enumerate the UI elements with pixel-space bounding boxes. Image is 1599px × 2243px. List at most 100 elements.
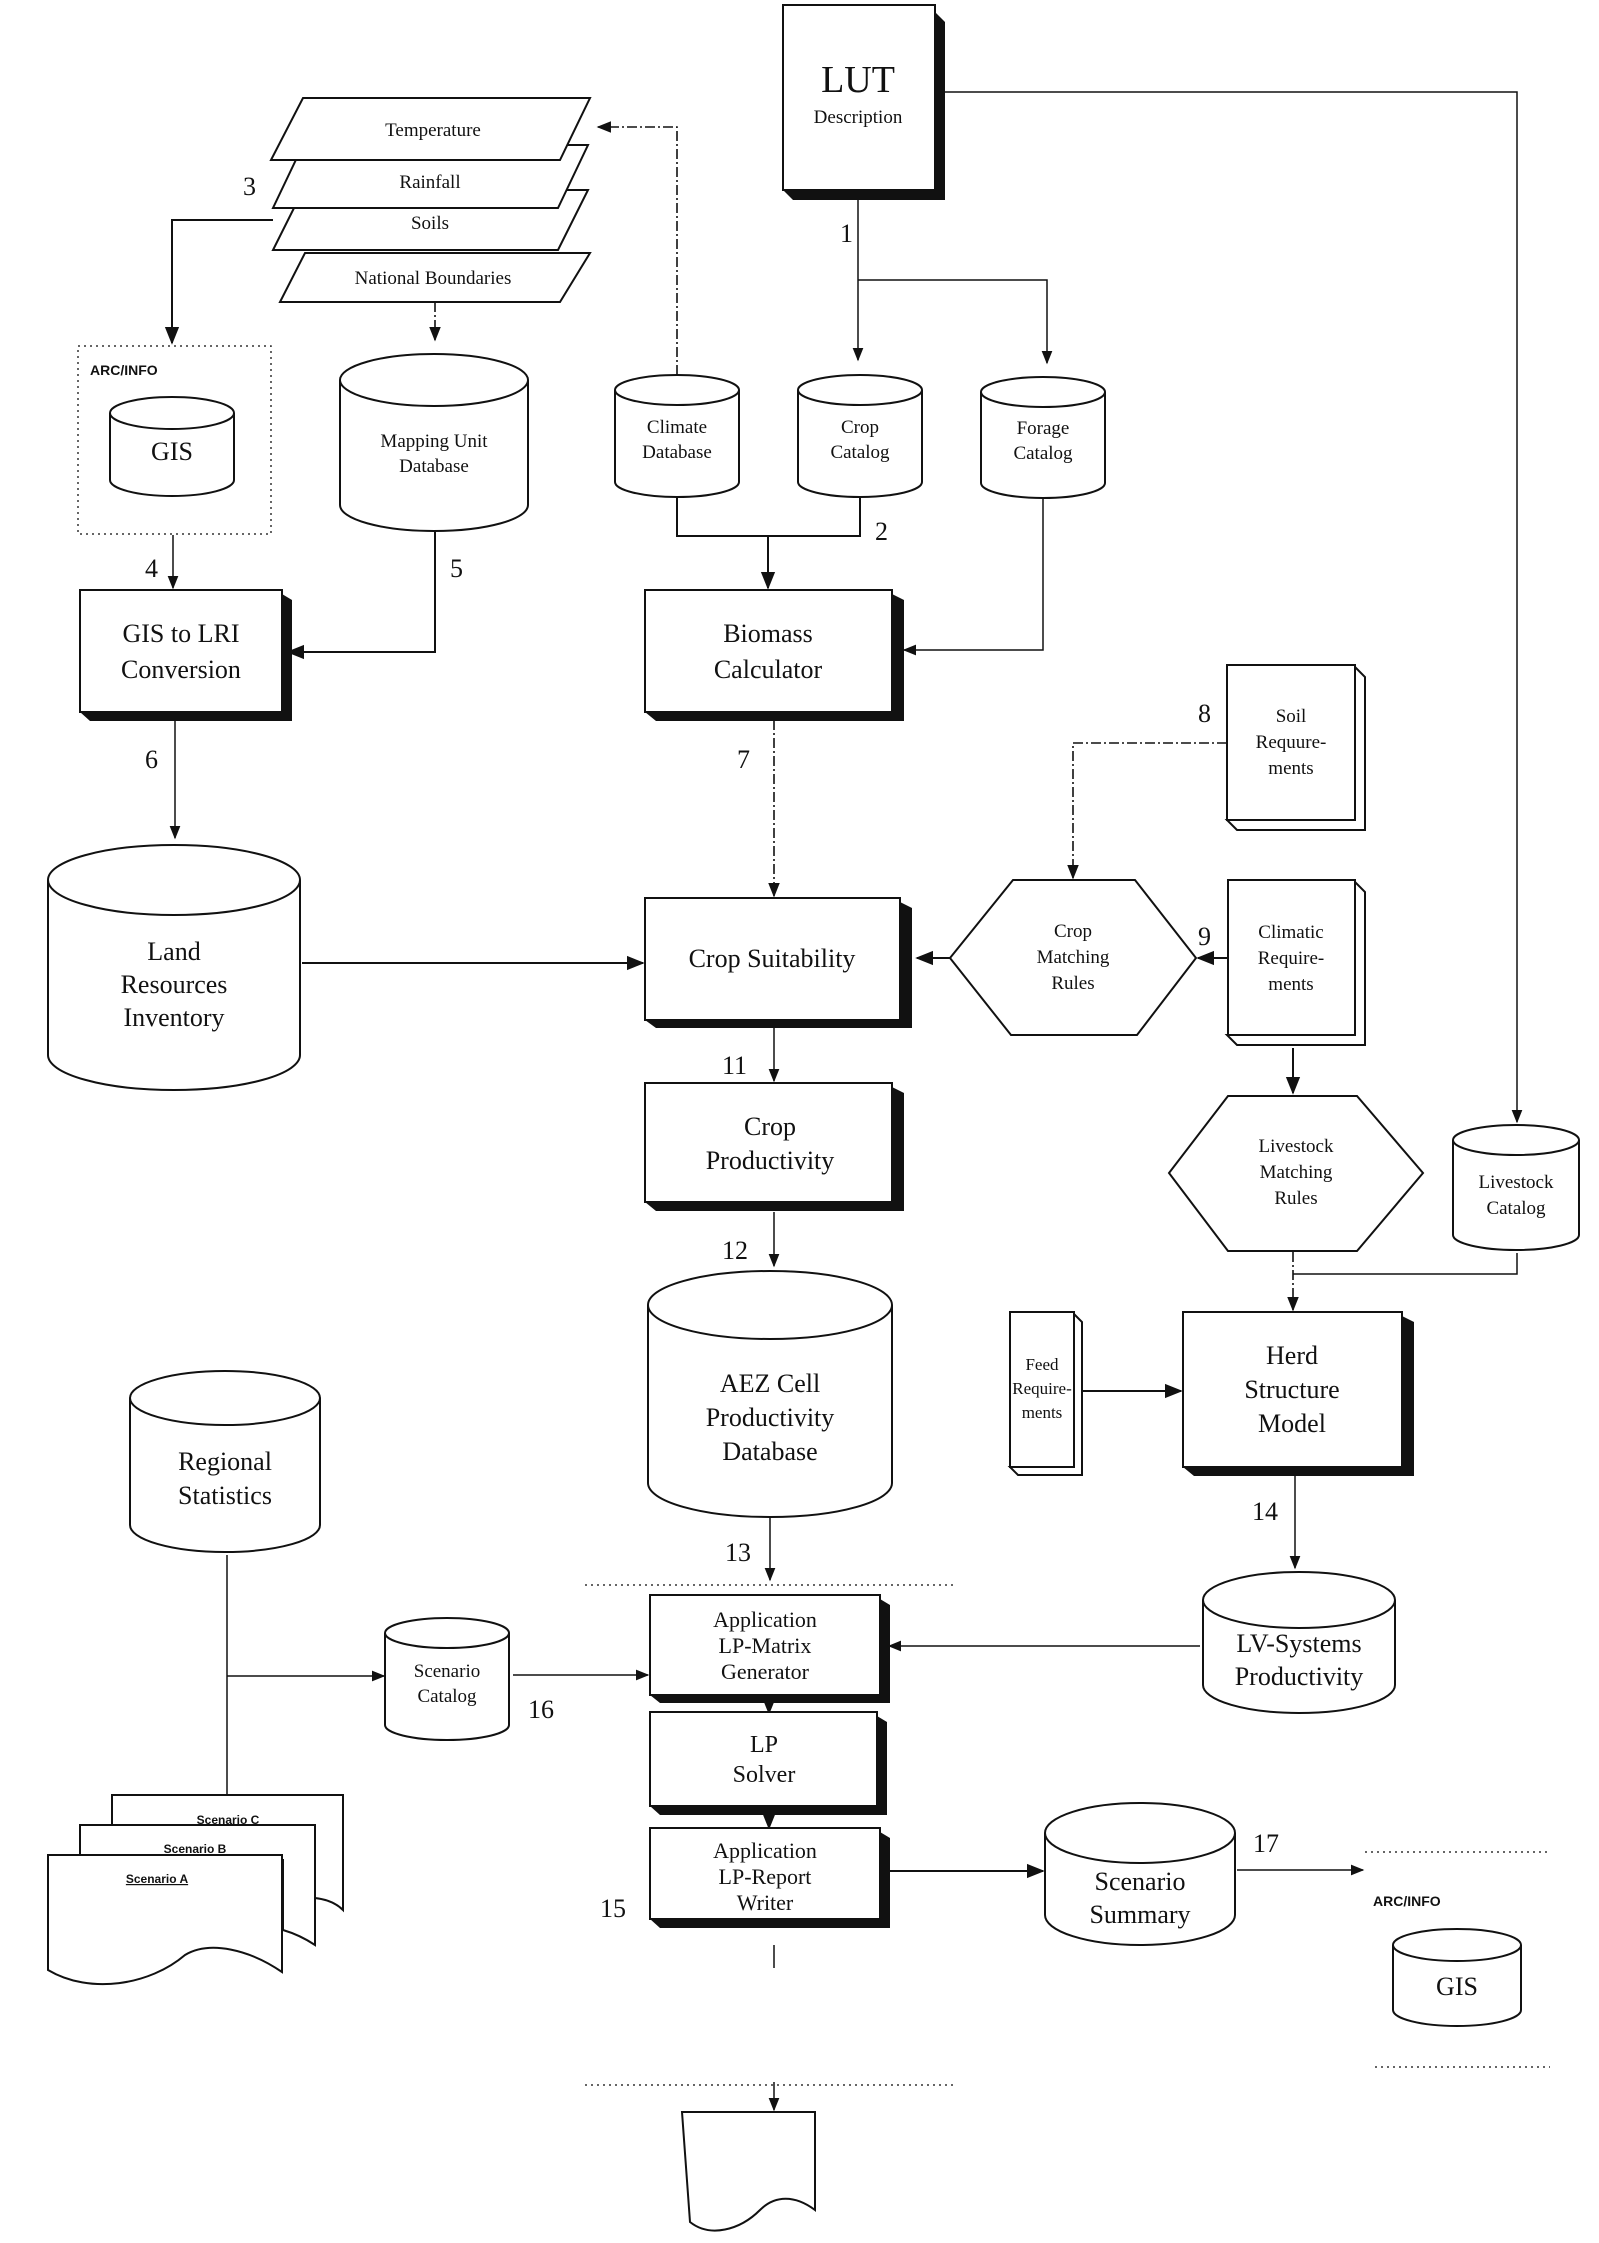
lp-report-writer-process[interactable]: Application LP-Report Writer	[649, 1827, 890, 1928]
step-8: 8	[1198, 699, 1211, 728]
connector-climate-temperature	[596, 121, 678, 375]
svg-text:Rainfall: Rainfall	[399, 172, 460, 193]
lp-matrix-generator-process[interactable]: Application LP-Matrix Generator	[649, 1594, 890, 1703]
forage-catalog-database[interactable]: Forage Catalog	[980, 376, 1106, 499]
connector-climate-crop-join	[676, 495, 861, 537]
step-17: 17	[1253, 1829, 1279, 1858]
soil-requirements-document[interactable]: Soil Requure- ments	[1224, 664, 1366, 831]
svg-text:Application: Application	[713, 1838, 817, 1863]
connector-lut-livestock	[935, 91, 1523, 1124]
connector-lut-forage	[858, 279, 1053, 365]
connector-soil-matching	[1067, 742, 1227, 880]
svg-text:Forage: Forage	[1017, 418, 1070, 439]
climatic-requirements-document[interactable]: Climatic Require- ments	[1224, 879, 1366, 1046]
svg-text:Model: Model	[1258, 1409, 1326, 1438]
svg-text:Database: Database	[642, 442, 712, 463]
svg-text:ments: ments	[1022, 1403, 1063, 1422]
svg-text:GIS to LRI: GIS to LRI	[123, 619, 240, 648]
svg-text:Database: Database	[722, 1437, 817, 1466]
step-6: 6	[145, 745, 158, 774]
livestock-catalog-database[interactable]: Livestock Catalog	[1452, 1124, 1580, 1251]
svg-text:Crop: Crop	[841, 417, 879, 438]
svg-text:Biomass: Biomass	[723, 619, 813, 648]
svg-text:Statistics: Statistics	[178, 1481, 272, 1510]
svg-text:Productivity: Productivity	[706, 1403, 835, 1432]
feed-requirements-document[interactable]: Feed Require- ments	[1007, 1311, 1083, 1476]
arcinfo-gis-bottom[interactable]: ARC/INFO GIS	[1365, 1851, 1550, 2068]
lp-solver-process[interactable]: LP Solver	[649, 1711, 887, 1815]
svg-text:Require-: Require-	[1012, 1379, 1072, 1398]
step-13: 13	[725, 1538, 751, 1567]
arcinfo-gis-top[interactable]: ARC/INFO GIS	[77, 345, 272, 535]
lv-systems-productivity-database[interactable]: LV-Systems Productivity	[1202, 1571, 1396, 1714]
svg-text:Scenario: Scenario	[414, 1661, 480, 1682]
output-report-document[interactable]	[680, 2111, 816, 2232]
step-3: 3	[243, 172, 256, 201]
svg-text:ARC/INFO: ARC/INFO	[1373, 1893, 1441, 1909]
svg-text:Climate: Climate	[647, 417, 707, 438]
svg-text:Application: Application	[713, 1607, 817, 1632]
svg-text:Inventory: Inventory	[123, 1003, 224, 1032]
svg-text:Generator: Generator	[721, 1659, 810, 1684]
gis-database-top: GIS	[109, 396, 235, 497]
svg-text:Feed: Feed	[1025, 1355, 1059, 1374]
svg-text:Database: Database	[399, 456, 469, 477]
svg-text:ments: ments	[1268, 758, 1313, 779]
mapping-unit-database[interactable]: Mapping Unit Database	[339, 353, 529, 532]
svg-text:ments: ments	[1268, 974, 1313, 995]
climate-database[interactable]: Climate Database	[614, 374, 740, 498]
biomass-calculator-process[interactable]: Biomass Calculator	[644, 589, 904, 721]
svg-text:GIS: GIS	[151, 437, 193, 466]
svg-text:LP-Report: LP-Report	[719, 1864, 812, 1889]
svg-text:Description: Description	[814, 107, 903, 128]
svg-text:Scenario C: Scenario C	[197, 1813, 260, 1827]
svg-text:LV-Systems: LV-Systems	[1236, 1629, 1361, 1658]
svg-text:Mapping Unit: Mapping Unit	[380, 431, 488, 452]
svg-text:Conversion: Conversion	[121, 655, 241, 684]
connectors	[164, 91, 1523, 2112]
svg-text:Catalog: Catalog	[1013, 443, 1073, 464]
svg-text:National Boundaries: National Boundaries	[355, 268, 512, 289]
connector-forage-biomass	[902, 498, 1044, 656]
scenario-report-a[interactable]: Scenario A	[47, 1854, 283, 1986]
svg-text:Scenario B: Scenario B	[164, 1842, 227, 1856]
svg-text:Catalog: Catalog	[417, 1686, 477, 1707]
step-numbers: 1 2 3 4 5 6 7 8 9 11 12 13 14 15 16 17	[145, 172, 1279, 1923]
svg-text:Herd: Herd	[1266, 1341, 1318, 1370]
svg-text:Catalog: Catalog	[830, 442, 890, 463]
crop-catalog-database[interactable]: Crop Catalog	[797, 374, 923, 498]
herd-structure-model-process[interactable]: Herd Structure Model	[1182, 1311, 1414, 1476]
svg-text:Temperature: Temperature	[385, 120, 481, 141]
land-resources-inventory-database[interactable]: Land Resources Inventory	[47, 844, 301, 1091]
livestock-matching-rules[interactable]: Livestock Matching Rules	[1167, 1095, 1425, 1252]
svg-text:Crop Suitability: Crop Suitability	[689, 944, 856, 973]
lut-description-document[interactable]: LUT Description	[782, 4, 945, 200]
svg-text:Climatic: Climatic	[1258, 922, 1323, 943]
svg-text:Summary: Summary	[1089, 1900, 1190, 1929]
svg-text:ARC/INFO: ARC/INFO	[90, 362, 158, 378]
layer-national-boundaries[interactable]: National Boundaries	[278, 252, 592, 303]
scenario-reports[interactable]: Scenario C Scenario B Scenario A	[47, 1794, 344, 1986]
crop-productivity-process[interactable]: Crop Productivity	[644, 1082, 904, 1211]
map-layers: National Boundaries Soils Rainfall Tempe…	[269, 97, 592, 303]
crop-suitability-process[interactable]: Crop Suitability	[644, 897, 912, 1028]
step-11: 11	[722, 1051, 747, 1080]
svg-text:LUT: LUT	[821, 59, 895, 101]
step-9: 9	[1198, 922, 1211, 951]
layer-temperature[interactable]: Temperature	[269, 97, 592, 161]
scenario-catalog-database[interactable]: Scenario Catalog	[384, 1617, 510, 1741]
crop-matching-rules[interactable]: Crop Matching Rules	[948, 879, 1198, 1036]
svg-text:Rules: Rules	[1274, 1188, 1317, 1209]
connector-catalog-herd	[1293, 1253, 1518, 1275]
svg-text:Writer: Writer	[737, 1890, 794, 1915]
svg-text:Catalog: Catalog	[1486, 1198, 1546, 1219]
svg-text:Livestock: Livestock	[1479, 1172, 1554, 1193]
svg-text:Matching: Matching	[1037, 947, 1110, 968]
regional-statistics-database[interactable]: Regional Statistics	[129, 1370, 321, 1553]
svg-text:LP: LP	[750, 1732, 778, 1758]
svg-text:Crop: Crop	[1054, 921, 1092, 942]
aez-cell-productivity-database[interactable]: AEZ Cell Productivity Database	[647, 1270, 893, 1518]
scenario-summary-database[interactable]: Scenario Summary	[1044, 1802, 1236, 1946]
gis-to-lri-conversion-process[interactable]: GIS to LRI Conversion	[79, 589, 292, 721]
